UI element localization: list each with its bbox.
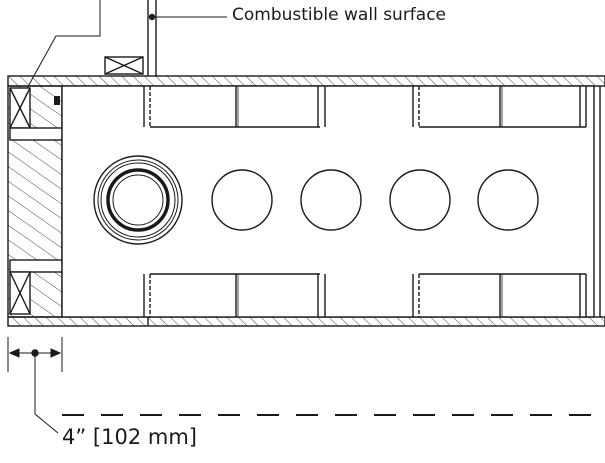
pointer-leader-line xyxy=(19,0,101,102)
left-upper-block xyxy=(9,87,63,141)
upper-right-panel xyxy=(412,86,587,128)
inner-chamber xyxy=(61,85,595,318)
combustible-wall xyxy=(147,0,157,76)
combustible-wall-label: Combustible wall surface xyxy=(232,5,447,25)
burner-hole-2 xyxy=(300,169,362,231)
left-lower-block xyxy=(9,259,63,315)
lower-right-panel xyxy=(412,273,587,317)
upper-left-panel xyxy=(143,86,326,128)
clearance-dimension-label: 4” [102 mm] xyxy=(62,425,197,449)
lower-left-panel xyxy=(143,273,326,317)
burner-hole-4 xyxy=(477,169,539,231)
clearance-dimension xyxy=(7,337,63,434)
casing-top-band xyxy=(7,75,605,87)
burner-hole-3 xyxy=(389,169,451,231)
burner-collar xyxy=(93,155,183,245)
burner-hole-1 xyxy=(211,169,273,231)
top-block xyxy=(104,56,144,75)
casing-bottom-band xyxy=(7,316,605,327)
